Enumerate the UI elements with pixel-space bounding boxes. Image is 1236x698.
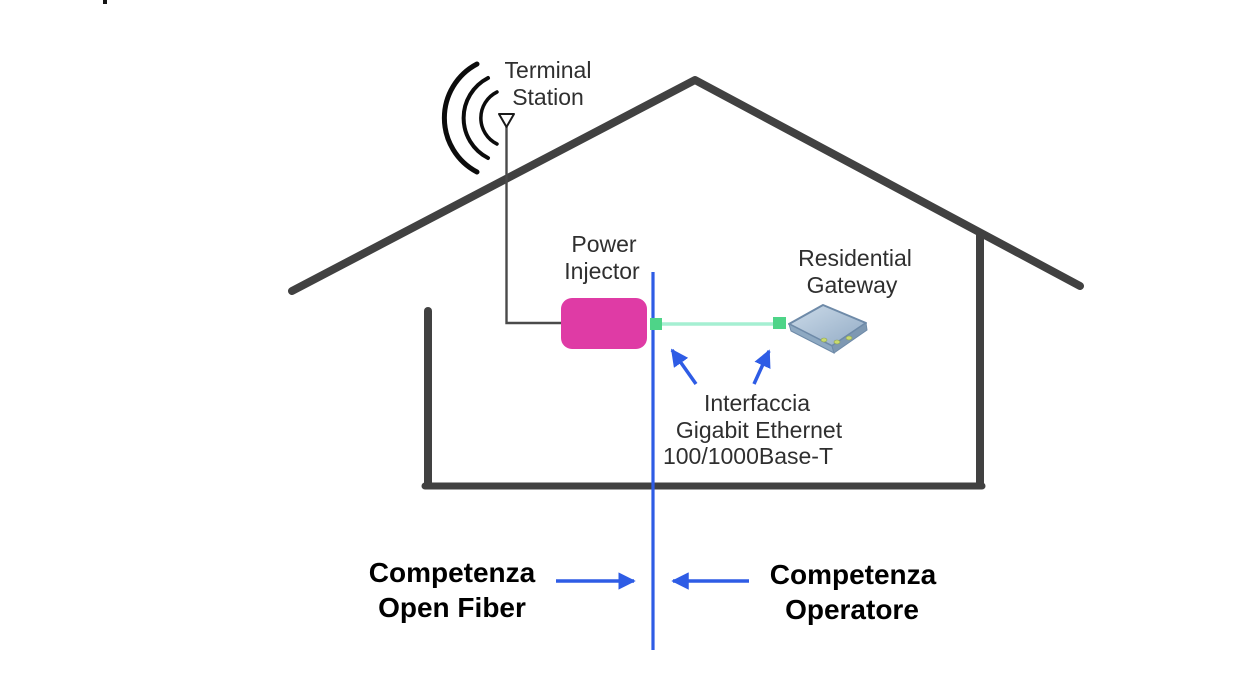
zone-right-label-line1: Competenza — [770, 559, 937, 590]
residential-gateway-label-line2: Gateway — [807, 272, 898, 298]
interface-label-line2: Gigabit Ethernet — [676, 417, 843, 443]
terminal-station-label-line2: Station — [512, 84, 584, 110]
power-injector-label-line2: Injector — [564, 258, 640, 284]
zone-left-label-line2: Open Fiber — [378, 592, 526, 623]
interface-label-line1: Interfaccia — [704, 390, 810, 416]
power-injector-box — [561, 298, 647, 349]
terminal-station-label-line1: Terminal — [505, 57, 592, 83]
antenna-icon — [498, 113, 515, 128]
ethernet-connector-left — [650, 318, 662, 330]
residential-gateway-label-line1: Residential — [798, 245, 912, 271]
zone-right-label-line2: Operatore — [785, 594, 919, 625]
antenna-drop-wire — [505, 127, 561, 325]
roof-line — [288, 76, 1084, 295]
interface-label-line3: 100/1000Base-T — [663, 443, 833, 469]
power-injector-label-line1: Power — [571, 231, 637, 257]
zone-left-label-line1: Competenza — [369, 557, 536, 588]
residential-gateway-device — [788, 304, 868, 354]
interface-callout-arrow-right — [752, 349, 771, 385]
radio-waves-icon — [441, 61, 499, 175]
interface-callout-arrow-left — [670, 348, 698, 386]
artifact-dot — [103, 0, 107, 4]
ethernet-connector-right — [773, 317, 786, 329]
